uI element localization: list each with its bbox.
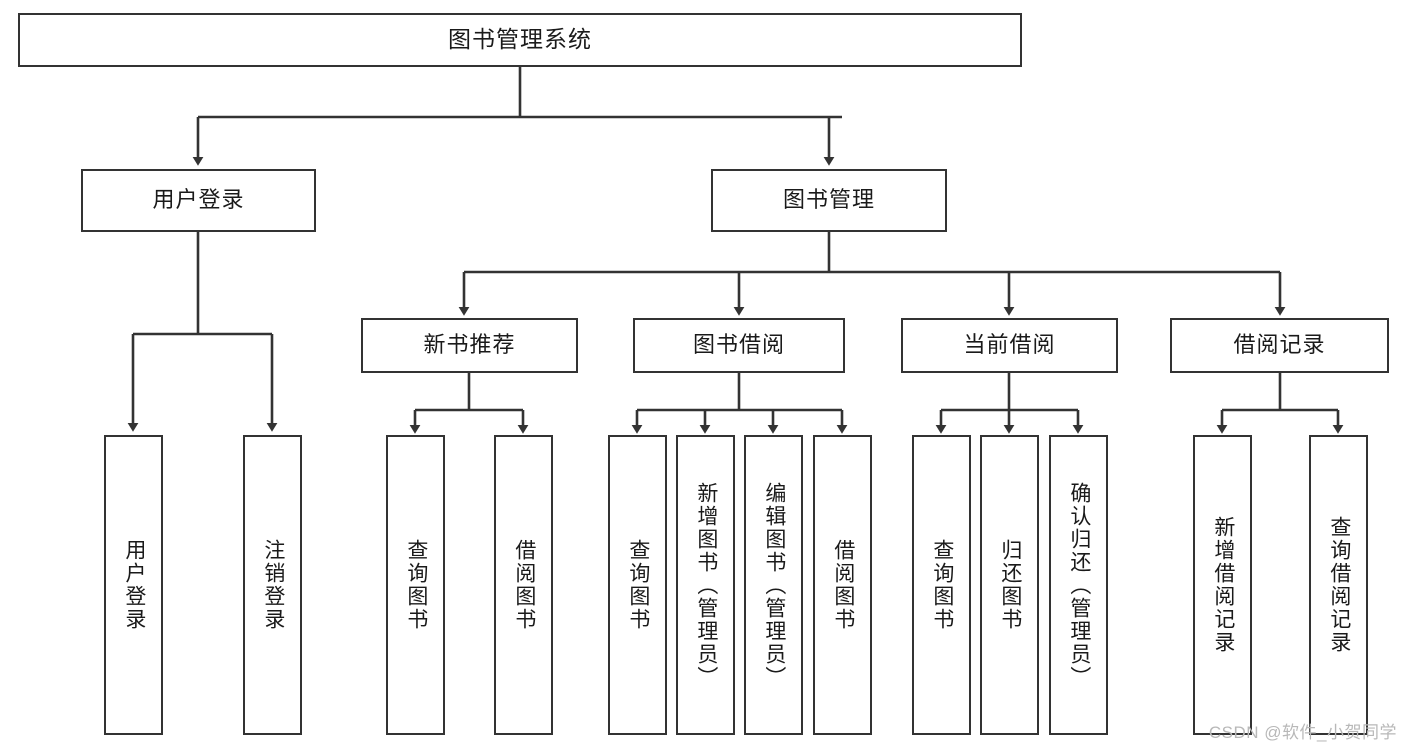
leaf-current-borrow-return[interactable]: 归还图书 (980, 435, 1039, 735)
leaf-new-book-query[interactable]: 查询图书 (386, 435, 445, 735)
node-root-book-management-system[interactable]: 图书管理系统 (18, 13, 1022, 67)
node-label: 编辑图书（管理员） (762, 481, 786, 689)
leaf-user-login-signout[interactable]: 注销登录 (243, 435, 302, 735)
node-borrow-record[interactable]: 借阅记录 (1170, 318, 1389, 373)
node-label: 借阅图书 (831, 539, 855, 631)
leaf-user-login-signin[interactable]: 用户登录 (104, 435, 163, 735)
node-label: 用户登录 (122, 539, 146, 631)
node-label: 当前借阅 (963, 332, 1056, 358)
node-label: 确认归还（管理员） (1067, 481, 1091, 689)
leaf-book-borrow-add-admin[interactable]: 新增图书（管理员） (676, 435, 735, 735)
node-book-borrow[interactable]: 图书借阅 (633, 318, 845, 373)
node-label: 图书借阅 (692, 332, 785, 358)
node-label: 查询借阅记录 (1327, 516, 1351, 654)
leaf-borrow-record-query[interactable]: 查询借阅记录 (1309, 435, 1368, 735)
leaf-book-borrow-borrow[interactable]: 借阅图书 (813, 435, 872, 735)
node-label: 借阅记录 (1233, 332, 1326, 358)
leaf-current-borrow-confirm-admin[interactable]: 确认归还（管理员） (1049, 435, 1108, 735)
leaf-borrow-record-add[interactable]: 新增借阅记录 (1193, 435, 1252, 735)
watermark: CSDN @软件_小贺同学 (1208, 723, 1397, 742)
node-label: 查询图书 (930, 539, 954, 631)
leaf-book-borrow-edit-admin[interactable]: 编辑图书（管理员） (744, 435, 803, 735)
node-label: 新增借阅记录 (1211, 516, 1235, 654)
node-label: 用户登录 (152, 187, 245, 213)
node-label: 图书管理 (782, 187, 875, 213)
node-user-login[interactable]: 用户登录 (81, 169, 316, 232)
node-label: 注销登录 (261, 539, 285, 631)
node-label: 查询图书 (404, 539, 428, 631)
node-label: 归还图书 (998, 539, 1022, 631)
node-label: 查询图书 (626, 539, 650, 631)
leaf-book-borrow-query[interactable]: 查询图书 (608, 435, 667, 735)
node-label: 借阅图书 (512, 539, 536, 631)
node-label: 图书管理系统 (448, 26, 592, 53)
node-label: 新增图书（管理员） (694, 481, 718, 689)
node-label: 新书推荐 (423, 332, 516, 358)
node-current-borrow[interactable]: 当前借阅 (901, 318, 1118, 373)
leaf-new-book-borrow[interactable]: 借阅图书 (494, 435, 553, 735)
leaf-current-borrow-query[interactable]: 查询图书 (912, 435, 971, 735)
node-new-book-recommend[interactable]: 新书推荐 (361, 318, 578, 373)
node-book-management[interactable]: 图书管理 (711, 169, 947, 232)
